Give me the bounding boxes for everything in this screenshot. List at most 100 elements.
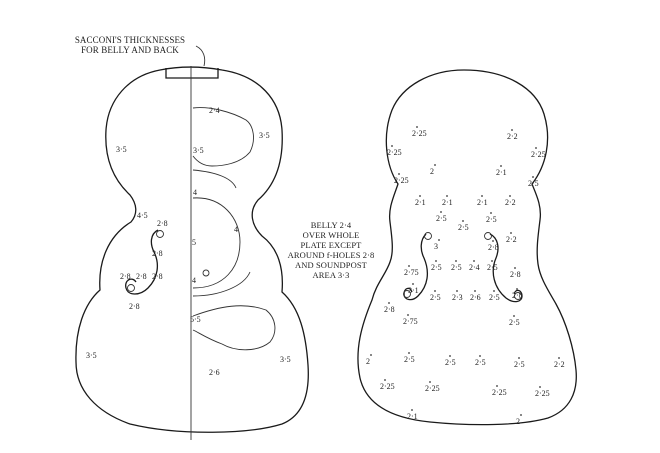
thickness-label: 2·5 bbox=[489, 293, 500, 302]
thickness-label: 2·6 bbox=[470, 293, 481, 302]
thickness-label: 2·2 bbox=[506, 235, 517, 244]
thickness-label: 2 bbox=[430, 167, 434, 176]
thickness-label: 2·2 bbox=[507, 132, 518, 141]
title-line-1: SACCONI'S THICKNESSES bbox=[74, 35, 186, 45]
measurement-dot bbox=[391, 145, 393, 147]
measurement-dot bbox=[514, 267, 516, 269]
measurement-dot bbox=[532, 176, 534, 178]
thickness-label: 4 bbox=[192, 276, 196, 285]
thickness-label: 2·8 bbox=[157, 219, 168, 228]
thickness-label: 2·8 bbox=[510, 270, 521, 279]
thickness-label: 2·1 bbox=[477, 198, 488, 207]
right-plate-outline bbox=[357, 69, 577, 426]
thickness-label: 2·1 bbox=[442, 198, 453, 207]
thickness-label: 2·5 bbox=[430, 293, 441, 302]
left-plate-outline bbox=[75, 66, 309, 433]
belly-note-line-2: OVER WHOLE bbox=[302, 230, 360, 240]
thickness-label: 3 bbox=[434, 242, 438, 251]
belly-note-line-4: AROUND f-HOLES 2·8 bbox=[287, 250, 375, 260]
back-contour-centre-circle bbox=[192, 197, 241, 289]
belly-note-line-1: BELLY 2·4 bbox=[310, 220, 352, 230]
measurement-dot bbox=[462, 220, 464, 222]
thickness-label: 2·25 bbox=[531, 150, 546, 159]
measurement-dot bbox=[408, 352, 410, 354]
back-contour-upper bbox=[192, 107, 254, 167]
thickness-label: 2·3 bbox=[452, 293, 463, 302]
thickness-label: 2·5 bbox=[528, 179, 539, 188]
thickness-label: 3·5 bbox=[259, 131, 270, 140]
thickness-label: 2·8 bbox=[136, 272, 147, 281]
thickness-label: 2·25 bbox=[492, 388, 507, 397]
measurement-dot bbox=[429, 381, 431, 383]
right-plate-right-f-hole-upper-eye bbox=[484, 232, 492, 240]
measurement-dot bbox=[408, 265, 410, 267]
thickness-label: 2·5 bbox=[487, 263, 498, 272]
thickness-label: 2 bbox=[366, 357, 370, 366]
thickness-label: 2·25 bbox=[394, 176, 409, 185]
thickness-label: 2·5 bbox=[445, 358, 456, 367]
measurement-dot bbox=[384, 379, 386, 381]
measurement-dot bbox=[510, 232, 512, 234]
thickness-label: 2·5 bbox=[458, 223, 469, 232]
measurement-dot bbox=[558, 357, 560, 359]
thickness-label: 2·5 bbox=[514, 360, 525, 369]
title-line-2: FOR BELLY AND BACK bbox=[81, 45, 179, 55]
measurement-dot bbox=[435, 260, 437, 262]
thickness-label: 2·5 bbox=[431, 263, 442, 272]
measurement-dot bbox=[481, 195, 483, 197]
measurement-dot bbox=[539, 386, 541, 388]
measurement-dot bbox=[513, 315, 515, 317]
measurement-dot bbox=[479, 355, 481, 357]
left-f-hole-lower-eye bbox=[127, 284, 135, 292]
measurement-dot bbox=[520, 414, 522, 416]
thickness-label: 2·5 bbox=[436, 214, 447, 223]
thickness-label: 2·8 bbox=[384, 305, 395, 314]
thickness-label: 3·1 bbox=[408, 286, 419, 295]
thickness-label: 2·5 bbox=[404, 355, 415, 364]
measurement-dot bbox=[398, 173, 400, 175]
thickness-label: 2·75 bbox=[404, 268, 419, 277]
thickness-label: 3·5 bbox=[116, 145, 127, 154]
measurement-dot bbox=[455, 260, 457, 262]
thickness-label: 2·4 bbox=[209, 106, 220, 115]
measurement-dot bbox=[388, 302, 390, 304]
thickness-label: 2·5 bbox=[475, 358, 486, 367]
thickness-label: 2·8 bbox=[512, 291, 523, 300]
thickness-label: 2·8 bbox=[152, 272, 163, 281]
thickness-label: 2·1 bbox=[496, 168, 507, 177]
measurement-dot bbox=[490, 212, 492, 214]
right-plate-left-f-hole-upper-eye bbox=[424, 232, 432, 240]
measurement-dot bbox=[474, 290, 476, 292]
measurement-dot bbox=[473, 260, 475, 262]
right-plate-left-f-hole-lower-eye bbox=[403, 290, 411, 298]
measurement-dot bbox=[500, 165, 502, 167]
thickness-label: 3·5 bbox=[86, 351, 97, 360]
thickness-label: 4 bbox=[234, 225, 238, 234]
left-f-hole bbox=[125, 229, 159, 295]
neck-block bbox=[165, 68, 219, 79]
measurement-dot bbox=[416, 126, 418, 128]
thickness-label: 2·1 bbox=[407, 412, 418, 421]
thickness-label: 2·25 bbox=[535, 389, 550, 398]
thickness-label: 2·8 bbox=[120, 272, 131, 281]
thickness-label: 2·2 bbox=[505, 198, 516, 207]
right-plate-left-f-hole bbox=[403, 233, 429, 301]
thickness-label: 2·25 bbox=[425, 384, 440, 393]
thickness-label: 2·5 bbox=[509, 318, 520, 327]
thickness-label: 2·2 bbox=[554, 360, 565, 369]
measurement-dot bbox=[449, 355, 451, 357]
back-contour-waist-lower bbox=[192, 271, 251, 297]
diagram-title: SACCONI'S THICKNESSES FOR BELLY AND BACK bbox=[70, 35, 190, 55]
thickness-label: 2·8 bbox=[129, 302, 140, 311]
measurement-dots bbox=[370, 126, 560, 416]
thickness-label: 2·8 bbox=[488, 243, 499, 252]
thickness-label: 2·6 bbox=[209, 368, 220, 377]
measurement-dot bbox=[516, 288, 518, 290]
measurement-dot bbox=[491, 260, 493, 262]
left-f-hole-upper-eye bbox=[156, 230, 164, 238]
neck-block-tab bbox=[195, 45, 206, 67]
measurement-dot bbox=[496, 385, 498, 387]
thickness-label: 5 bbox=[192, 238, 196, 247]
thickness-label: 2·25 bbox=[380, 382, 395, 391]
thickness-label: 2·4 bbox=[469, 263, 480, 272]
